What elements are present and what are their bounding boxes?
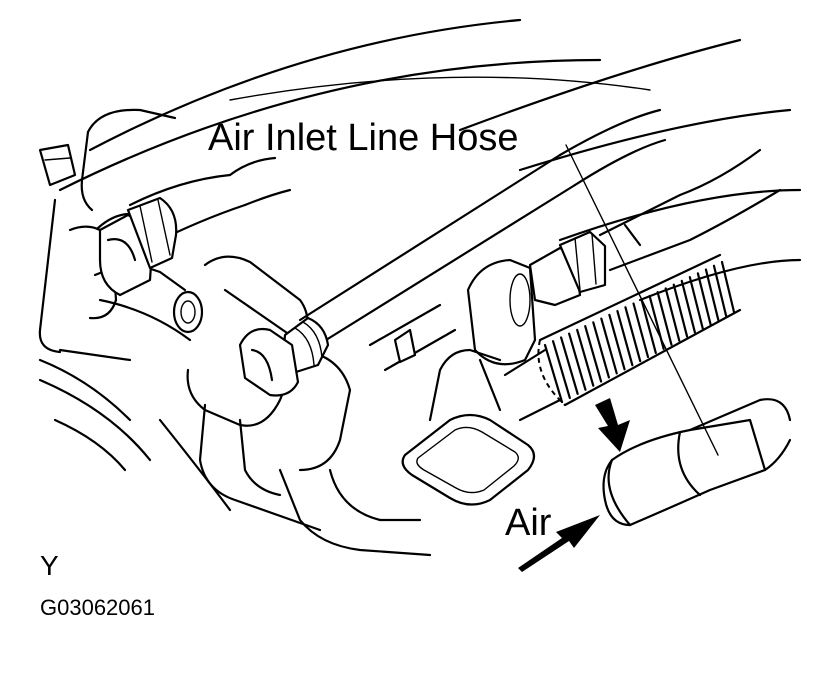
hose-rib bbox=[704, 268, 720, 322]
air-flow-arrow bbox=[518, 515, 600, 572]
hose-rib bbox=[632, 302, 650, 359]
hose-rib bbox=[712, 264, 728, 318]
right-fitting-assembly bbox=[401, 148, 782, 506]
hose-rib bbox=[584, 325, 603, 383]
hose-rib bbox=[616, 309, 634, 367]
hose-rib bbox=[640, 298, 657, 355]
figure-code: G03062061 bbox=[40, 595, 155, 620]
hose-rib bbox=[688, 275, 704, 330]
hose-rib bbox=[600, 317, 618, 375]
disconnect-arrow bbox=[595, 398, 630, 452]
hose-rib bbox=[664, 287, 681, 342]
hose-rib bbox=[696, 272, 712, 326]
engine-block-left bbox=[38, 108, 432, 557]
hose-rib bbox=[680, 279, 697, 334]
hose-rib bbox=[576, 328, 595, 387]
detached-hose-end bbox=[602, 398, 792, 527]
hose-rib bbox=[720, 260, 736, 314]
hose-rib bbox=[592, 321, 611, 379]
hose-rib bbox=[608, 313, 626, 371]
hose-rib bbox=[568, 332, 587, 391]
hose-label: Air Inlet Line Hose bbox=[208, 117, 519, 159]
hose-rib bbox=[559, 336, 579, 395]
hose-rib bbox=[656, 291, 673, 346]
corrugated-air-inlet-hose bbox=[537, 253, 742, 407]
hose-rib bbox=[551, 340, 571, 400]
hose-rib bbox=[672, 283, 689, 338]
view-label: Y bbox=[40, 550, 59, 581]
left-tube-assembly bbox=[98, 156, 292, 297]
air-label: Air bbox=[505, 502, 552, 544]
engine-cover-contours bbox=[58, 18, 802, 302]
central-tube bbox=[238, 108, 667, 397]
hose-rib bbox=[543, 343, 564, 404]
hose-leader-line bbox=[565, 144, 719, 456]
hose-rib bbox=[624, 306, 642, 363]
